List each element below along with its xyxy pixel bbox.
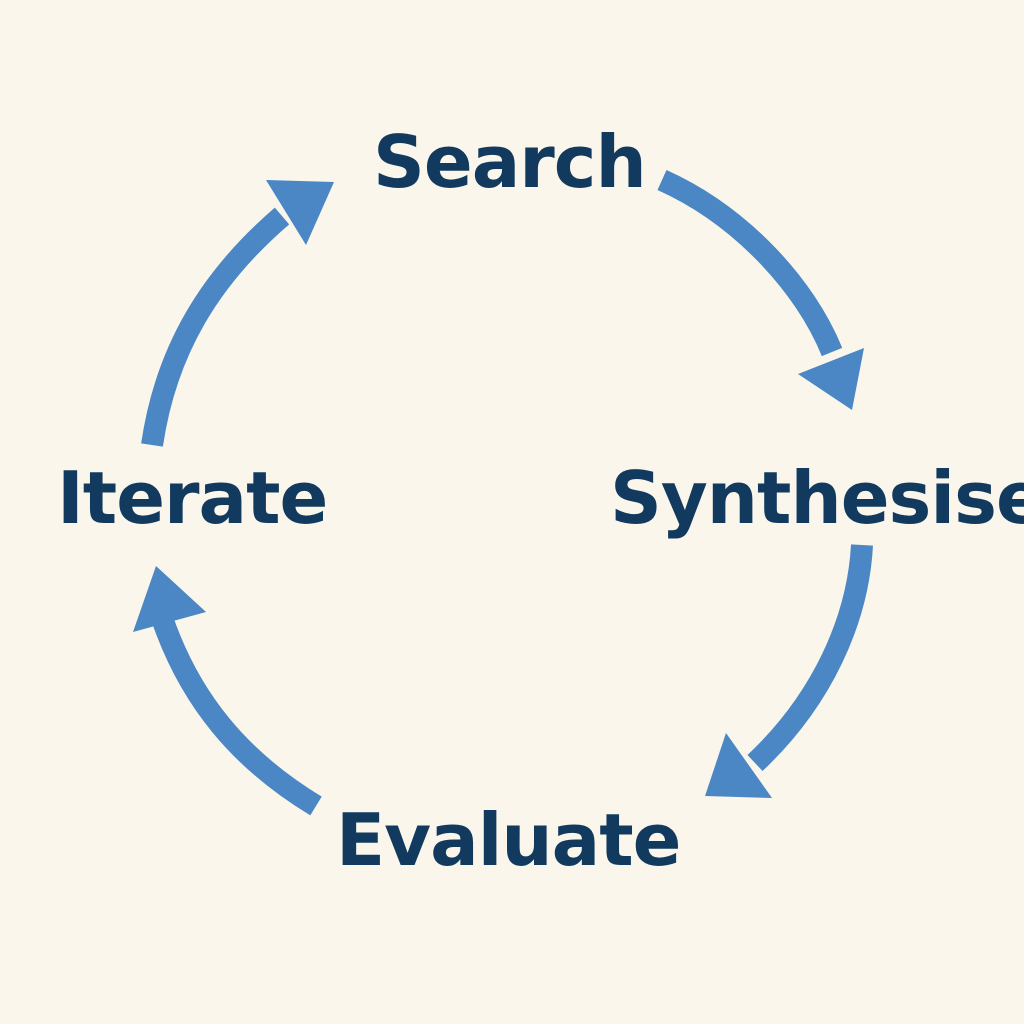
- arrow-iterate-to-search: [141, 180, 334, 447]
- step-label-search: Search: [373, 120, 647, 204]
- arrow-evaluate-to-iterate-head: [133, 566, 206, 632]
- arrow-synthesise-to-evaluate-shaft: [747, 544, 873, 772]
- step-label-iterate: Iterate: [57, 456, 328, 540]
- step-label-evaluate: Evaluate: [336, 798, 681, 882]
- arrow-synthesise-to-evaluate: [705, 544, 873, 798]
- arrow-search-to-synthesise: [657, 169, 864, 410]
- arrow-evaluate-to-iterate: [133, 566, 322, 816]
- arrow-synthesise-to-evaluate-head: [705, 733, 772, 798]
- arrow-iterate-to-search-head: [266, 180, 334, 245]
- arrow-search-to-synthesise-shaft: [657, 169, 843, 357]
- arrow-iterate-to-search-shaft: [141, 207, 290, 447]
- arrow-search-to-synthesise-head: [798, 348, 864, 410]
- step-label-synthesise: Synthesise: [610, 456, 1024, 540]
- arrow-evaluate-to-iterate-shaft: [151, 614, 322, 816]
